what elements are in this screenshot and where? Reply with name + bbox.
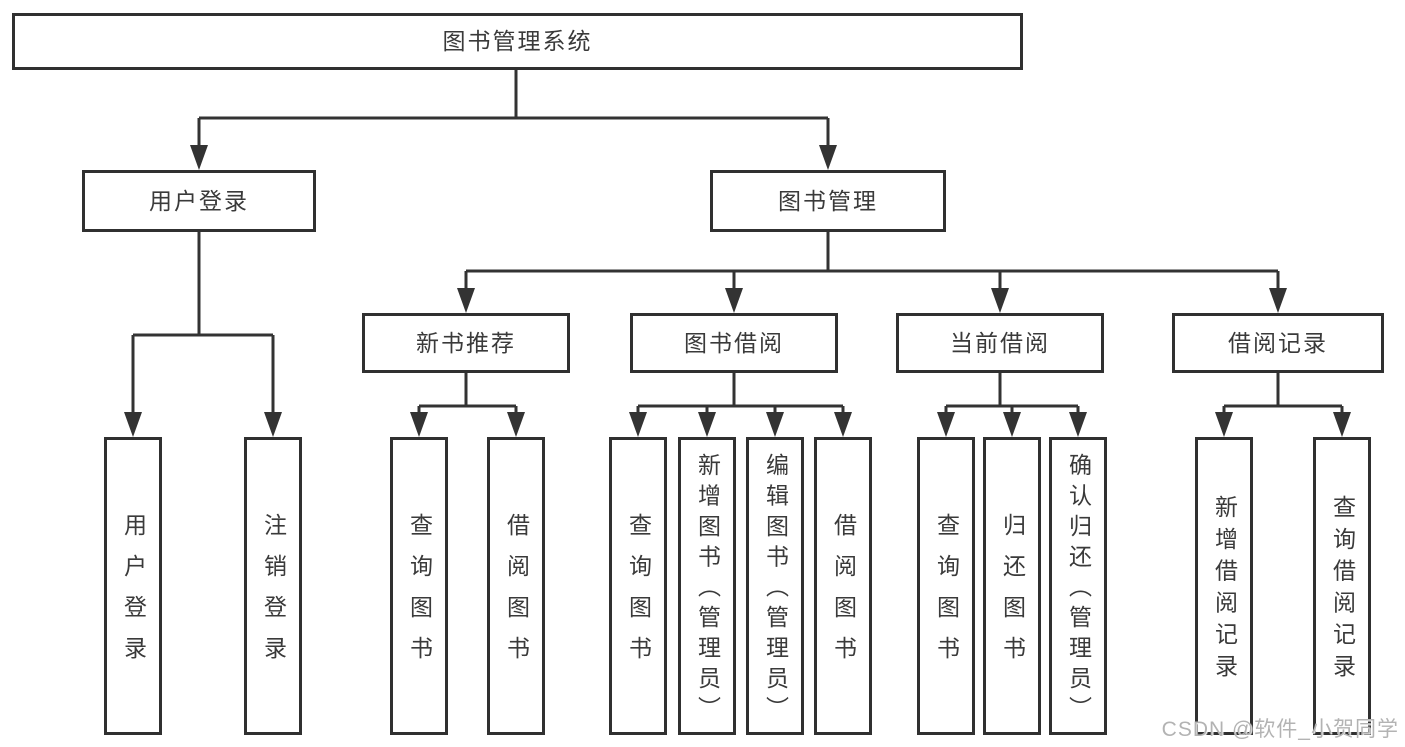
leaf-confirm-return-admin-label: 确认归还（管理员） <box>1065 453 1092 727</box>
leaf-add-borrow-record: 新增借阅记录 <box>1195 437 1253 735</box>
leaf-query-books-newrec: 查询图书 <box>390 437 448 735</box>
leaf-add-borrow-record-label: 新增借阅记录 <box>1211 495 1238 686</box>
node-book-borrow: 图书借阅 <box>630 313 838 373</box>
node-book-management-label: 图书管理 <box>778 187 878 214</box>
leaf-user-login: 用户登录 <box>104 437 162 735</box>
root-node: 图书管理系统 <box>12 13 1023 70</box>
leaf-add-book-admin-label: 新增图书（管理员） <box>694 453 721 727</box>
leaf-logout: 注销登录 <box>244 437 302 735</box>
leaf-borrow-books-label: 借阅图书 <box>830 513 857 677</box>
node-new-book-recommendation-label: 新书推荐 <box>416 329 516 356</box>
leaf-query-borrow-record-label: 查询借阅记录 <box>1329 495 1356 686</box>
leaf-query-books-current: 查询图书 <box>917 437 975 735</box>
leaf-add-book-admin: 新增图书（管理员） <box>678 437 736 735</box>
csdn-watermark: CSDN @软件_小贺同学 <box>1161 718 1399 741</box>
leaf-borrow-books-newrec: 借阅图书 <box>487 437 545 735</box>
leaf-query-books-borrow-label: 查询图书 <box>625 513 652 677</box>
leaf-query-borrow-record: 查询借阅记录 <box>1313 437 1371 735</box>
leaf-return-books: 归还图书 <box>983 437 1041 735</box>
node-current-borrow: 当前借阅 <box>896 313 1104 373</box>
leaf-borrow-books-newrec-label: 借阅图书 <box>503 513 530 677</box>
leaf-logout-label: 注销登录 <box>260 513 287 677</box>
leaf-query-books-current-label: 查询图书 <box>933 513 960 677</box>
arrowheads <box>124 145 1351 437</box>
leaf-query-books-newrec-label: 查询图书 <box>406 513 433 677</box>
node-book-borrow-label: 图书借阅 <box>684 329 784 356</box>
leaf-query-books-borrow: 查询图书 <box>609 437 667 735</box>
node-user-login: 用户登录 <box>82 170 316 232</box>
root-node-label: 图书管理系统 <box>442 28 593 54</box>
leaf-edit-book-admin-label: 编辑图书（管理员） <box>762 453 789 727</box>
leaf-return-books-label: 归还图书 <box>999 513 1026 677</box>
node-borrow-records-label: 借阅记录 <box>1228 329 1328 356</box>
leaf-confirm-return-admin: 确认归还（管理员） <box>1049 437 1107 735</box>
node-user-login-label: 用户登录 <box>149 187 249 214</box>
node-borrow-records: 借阅记录 <box>1172 313 1384 373</box>
node-current-borrow-label: 当前借阅 <box>950 329 1050 356</box>
leaf-edit-book-admin: 编辑图书（管理员） <box>746 437 804 735</box>
leaf-borrow-books: 借阅图书 <box>814 437 872 735</box>
leaf-user-login-label: 用户登录 <box>120 513 147 677</box>
node-book-management: 图书管理 <box>710 170 946 232</box>
node-new-book-recommendation: 新书推荐 <box>362 313 570 373</box>
